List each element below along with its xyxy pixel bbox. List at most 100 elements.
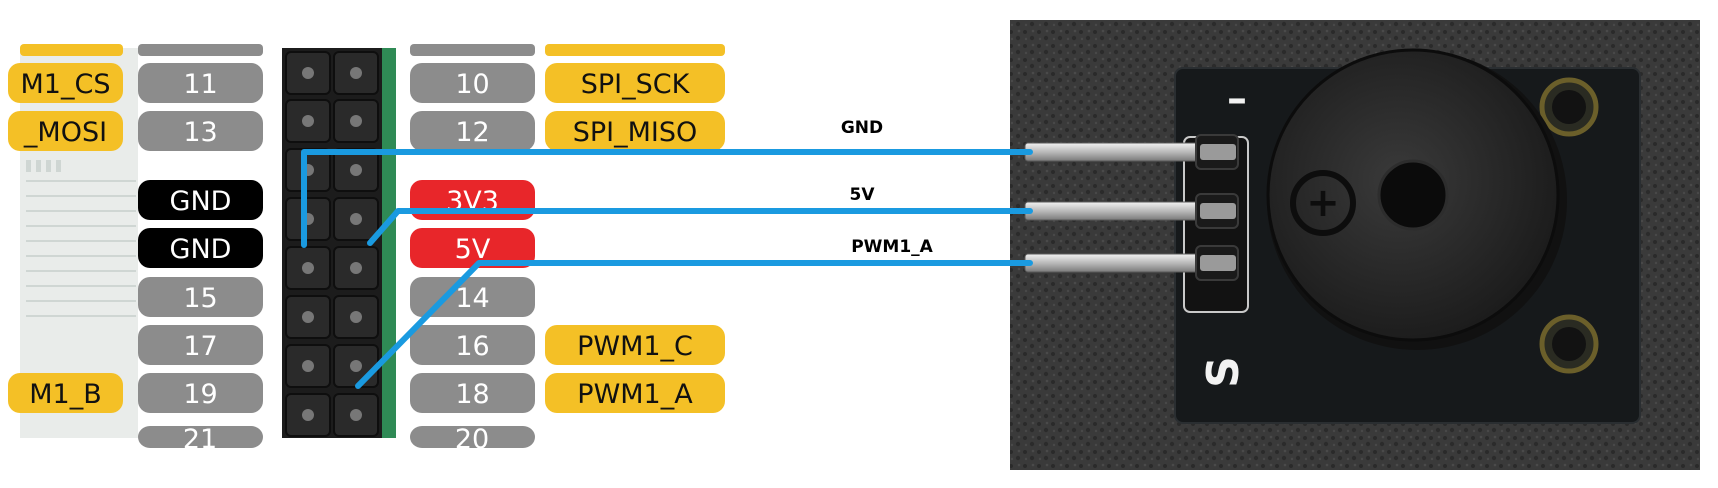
right-pin-6-text: 18	[455, 379, 489, 410]
right-pin-4-bg	[410, 277, 535, 317]
module-pins	[1024, 134, 1239, 281]
left-pin-0: 11	[138, 63, 263, 103]
pill-stub	[545, 44, 725, 56]
wire-5v	[367, 208, 1033, 246]
left-pin-0-text: 11	[183, 69, 217, 100]
right-pin-6-bg	[410, 373, 535, 413]
board-chip-texture	[26, 160, 136, 317]
left-label-1: _MOSI	[8, 111, 123, 151]
left-pin-4: 15	[138, 277, 263, 317]
left-pin-2-bg	[138, 180, 263, 220]
right-pin-5-bg	[410, 325, 535, 365]
right-pin-0: 10	[410, 63, 535, 103]
mount-hole-top-inner	[1552, 90, 1586, 124]
module-pin	[1024, 142, 1211, 162]
left-pin-4-text: 15	[183, 283, 217, 314]
left-pin-6-bg	[138, 373, 263, 413]
right-pin-1: 12	[410, 111, 535, 151]
left-label-6: M1_B	[8, 373, 123, 413]
header-pin	[350, 360, 362, 372]
module-pin	[1024, 253, 1211, 273]
left-pin-2: GND	[138, 180, 263, 220]
wire-pwm1a	[355, 260, 1033, 389]
mount-hole-bottom-inner	[1552, 327, 1586, 361]
header-pin	[302, 262, 314, 274]
connector-pin-top	[1200, 255, 1236, 271]
wire-label-pwm1a: PWM1_A	[851, 237, 933, 257]
right-pin-5: 16	[410, 325, 535, 365]
right-label-5-text: PWM1_C	[577, 331, 693, 362]
left-label-1-text: _MOSI	[23, 117, 107, 148]
header-pin	[350, 115, 362, 127]
left-pin-5-bg	[138, 325, 263, 365]
header-cells	[285, 51, 379, 437]
left-pin-4-bg	[138, 277, 263, 317]
wires	[301, 149, 1033, 389]
right-pin-3: 5V	[410, 228, 535, 268]
left-pin-2-text: GND	[170, 186, 232, 217]
header-pin	[350, 262, 362, 274]
header-pin	[350, 213, 362, 225]
right-pin-4-text: 14	[455, 283, 489, 314]
pill-stub	[138, 44, 263, 56]
wire-label-5v: 5V	[850, 185, 876, 205]
pcb-edge	[378, 48, 396, 438]
left-label-0: M1_CS	[8, 63, 123, 103]
right-label-0-bg	[545, 63, 725, 103]
right-pin-4: 14	[410, 277, 535, 317]
right-pin-0-bg	[410, 63, 535, 103]
left-label-0-text: M1_CS	[21, 69, 111, 100]
header-pin	[302, 67, 314, 79]
header-pin	[302, 360, 314, 372]
silk-minus: –	[1227, 76, 1247, 122]
module-pin	[1024, 201, 1211, 221]
header-pin	[302, 409, 314, 421]
right-pin-7-text: 20	[455, 424, 489, 455]
left-label-0-bg	[8, 63, 123, 103]
pill-stub	[410, 44, 535, 56]
left-pin-6: 19	[138, 373, 263, 413]
plus-mark-circle	[1290, 170, 1356, 236]
left-pin-5-text: 17	[183, 331, 217, 362]
pill-stub	[20, 44, 123, 56]
header-pin	[350, 409, 362, 421]
right-label-0-text: SPI_SCK	[581, 69, 691, 100]
silk-plus: +	[1306, 180, 1340, 226]
header-pin	[302, 311, 314, 323]
left-pin-3: GND	[138, 228, 263, 268]
left-label-1-bg	[8, 111, 123, 151]
left-pin-7-bg	[138, 426, 263, 448]
left-pin-1: 13	[138, 111, 263, 151]
right-label-0: SPI_SCK	[545, 63, 725, 103]
left-pin-7	[138, 426, 263, 448]
right-label-5-bg	[545, 325, 725, 365]
right-pin-5-text: 16	[455, 331, 489, 362]
header-board: 1113GNDGND1517192110123V35V14161820M1_CS…	[8, 44, 725, 455]
right-label-6: PWM1_A	[545, 373, 725, 413]
left-pin-1-text: 13	[183, 117, 217, 148]
left-pin-3-bg	[138, 228, 263, 268]
connector-pin-top	[1200, 144, 1236, 160]
wire-labels: GND 5V PWM1_A	[841, 118, 934, 257]
right-pin-1-text: 12	[455, 117, 489, 148]
right-label-1: SPI_MISO	[545, 111, 725, 151]
right-pin-6: 18	[410, 373, 535, 413]
buzzer-hole	[1377, 159, 1449, 231]
buzzer-module-photo: – + S	[1010, 20, 1700, 470]
right-pin-7	[410, 426, 535, 448]
right-label-1-text: SPI_MISO	[573, 117, 698, 148]
left-label-6-bg	[8, 373, 123, 413]
wire-label-gnd: GND	[841, 118, 883, 138]
right-label-6-bg	[545, 373, 725, 413]
right-label-1-bg	[545, 111, 725, 151]
right-pin-1-bg	[410, 111, 535, 151]
wire-gnd	[301, 149, 1033, 248]
right-pin-3-text: 5V	[455, 234, 491, 265]
pin-labels: 1113GNDGND1517192110123V35V14161820M1_CS…	[8, 44, 725, 455]
left-pin-6-text: 19	[183, 379, 217, 410]
left-label-6-text: M1_B	[29, 379, 102, 410]
header-pin	[350, 164, 362, 176]
right-label-6-text: PWM1_A	[577, 379, 693, 410]
left-pin-7-text: 21	[183, 424, 217, 455]
